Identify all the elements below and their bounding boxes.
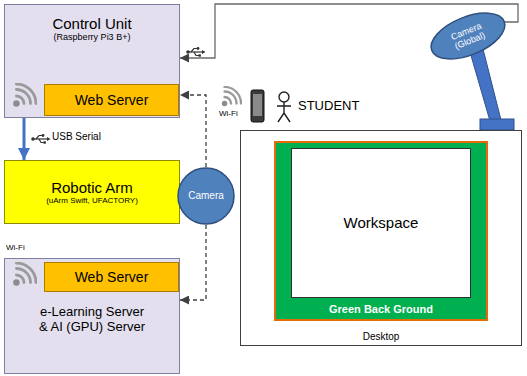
global-camera-ellipse: Camera (Global): [423, 2, 512, 69]
node-title: Web Server: [75, 92, 149, 108]
ellipse-shape: [178, 168, 234, 224]
node-title: Control Unit: [52, 15, 131, 32]
camera-link: [180, 95, 206, 167]
student-figure: [277, 92, 291, 122]
edge-label: USB Serial: [52, 131, 101, 142]
server-box: e-Learning Server & AI (GPU) Server Web S…: [4, 258, 180, 374]
web-server-box: Web Server: [44, 84, 179, 116]
node-title: Web Server: [75, 269, 149, 285]
camera-ellipse: Camera: [177, 167, 235, 225]
node-title: Camera: [188, 190, 224, 202]
camera-base: [480, 119, 514, 130]
phone-icon: [251, 90, 264, 122]
wifi-label: Wi-Fi: [6, 244, 25, 253]
workspace-box: Workspace: [291, 148, 471, 298]
phone-screen: [253, 94, 262, 116]
node-subtitle: (uArm Swift, UFACTORY): [46, 196, 138, 205]
node-title: e-Learning Server & AI (GPU) Server: [35, 305, 149, 335]
ellipse-shape: [425, 4, 512, 68]
node-title: Desktop: [363, 331, 400, 343]
desktop-box: Desktop Green Back Ground Workspace: [240, 130, 522, 346]
usb-serial-arrow: [23, 118, 26, 160]
wifi-icon: [13, 263, 36, 286]
usb-icon: [186, 47, 205, 57]
wifi-label: Wi-Fi: [219, 110, 238, 119]
node-title: Robotic Arm: [51, 179, 133, 196]
node-title: Workspace: [344, 214, 419, 231]
usb-icon: [31, 134, 50, 144]
node-subtitle: (Raspberry Pi3 B+): [54, 32, 131, 42]
camera-stand: [470, 49, 501, 121]
green-background-box: Green Back Ground Workspace: [274, 141, 488, 321]
camera-link: [180, 225, 206, 300]
control-unit-box: Control Unit(Raspberry Pi3 B+) Web Server: [4, 4, 180, 118]
wifi-icon: [222, 87, 241, 106]
web-server-box: Web Server: [44, 262, 179, 292]
student-label: STUDENT: [298, 99, 359, 113]
robotic-arm-box: Robotic Arm(uArm Swift, UFACTORY): [4, 160, 180, 224]
wifi-icon: [13, 84, 36, 107]
node-title: Green Back Ground: [329, 303, 433, 316]
